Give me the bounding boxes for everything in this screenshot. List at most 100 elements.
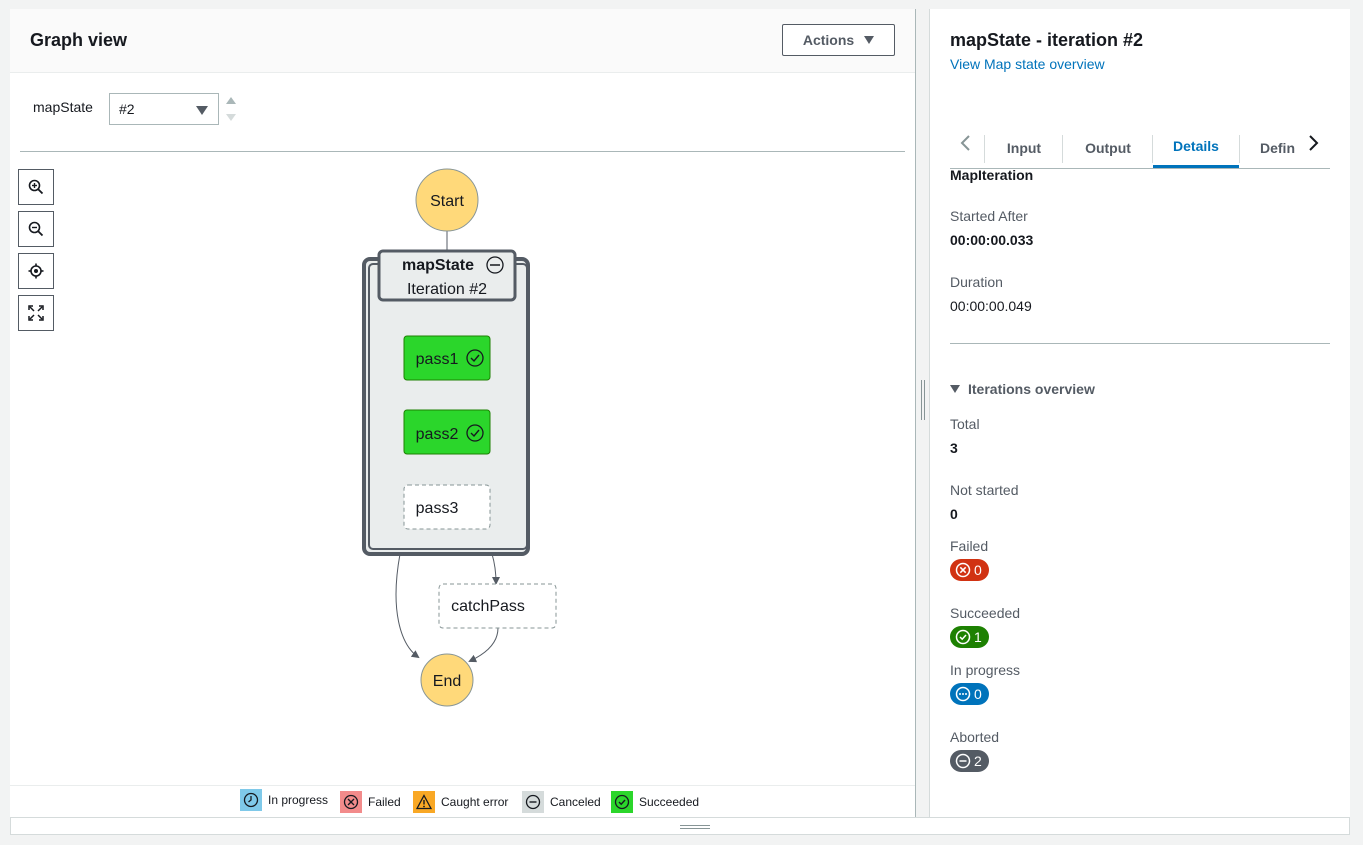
pass1-node[interactable]: pass1	[403, 335, 491, 381]
edge-map-catch	[491, 553, 500, 585]
map-state-node[interactable]: mapState Iteration #2	[362, 249, 530, 556]
succeeded-count: 1	[974, 629, 982, 645]
bottom-resize-bar[interactable]	[10, 817, 1350, 835]
chevron-left-icon[interactable]	[956, 133, 976, 153]
pass3-node[interactable]: pass3	[403, 484, 491, 530]
zoom-in-button[interactable]	[18, 169, 54, 205]
success-check-icon	[611, 791, 633, 813]
state-type-value: MapIteration	[950, 167, 1034, 183]
panel-splitter[interactable]	[915, 9, 930, 817]
tab-output[interactable]: Output	[1085, 140, 1131, 156]
crosshair-icon	[28, 263, 44, 279]
start-node-label: Start	[430, 193, 464, 210]
success-check-icon	[955, 629, 971, 645]
legend-succeeded: Succeeded	[611, 791, 699, 813]
canceled-icon	[522, 791, 544, 813]
tab-separator	[984, 135, 985, 163]
failed-label: Failed	[950, 538, 989, 554]
total-label: Total	[950, 416, 980, 432]
resize-grip-icon[interactable]	[680, 825, 710, 829]
catch-pass-node[interactable]: catchPass	[438, 583, 557, 629]
graph-view-header: Graph view Actions	[10, 9, 915, 73]
legend-caught-error: Caught error	[413, 791, 508, 813]
tab-input[interactable]: Input	[1006, 140, 1042, 156]
iteration-select[interactable]: #2	[109, 93, 219, 125]
failed-count-badge: 0	[950, 559, 989, 581]
actions-button[interactable]: Actions	[782, 24, 895, 56]
tab-separator	[1239, 135, 1240, 163]
chevron-right-icon[interactable]	[1303, 133, 1323, 153]
aborted-count-badge: 2	[950, 750, 989, 772]
actions-button-label: Actions	[802, 32, 855, 48]
warning-icon	[413, 791, 435, 813]
tab-details[interactable]: Details	[1153, 127, 1239, 168]
tab-separator	[1062, 135, 1063, 163]
details-tabs: Input Output Details Defin	[950, 121, 1330, 169]
total-value: 3	[950, 440, 958, 456]
iteration-select-value: #2	[119, 101, 135, 117]
not-started-label: Not started	[950, 482, 1019, 498]
aborted-label: Aborted	[950, 729, 1000, 745]
legend-failed-label: Failed	[368, 795, 401, 809]
iterations-overview-toggle[interactable]: Iterations overview	[950, 381, 1095, 397]
edge-catch-end	[468, 627, 499, 663]
in-progress-icon	[955, 686, 971, 702]
details-panel: mapState - iteration #2 View Map state o…	[930, 9, 1350, 817]
started-after-value: 00:00:00.033	[950, 232, 1034, 248]
caret-down-icon	[196, 106, 208, 115]
pass2-label: pass2	[416, 426, 459, 443]
catch-pass-label: catchPass	[451, 598, 525, 615]
view-map-overview-link[interactable]: View Map state overview	[950, 56, 1105, 72]
state-machine-graph: Start mapState Iteration #2 pass1	[362, 168, 557, 707]
legend-canceled: Canceled	[522, 791, 601, 813]
pass1-label: pass1	[416, 351, 459, 368]
succeeded-label: Succeeded	[950, 605, 1021, 621]
fit-to-view-button[interactable]	[18, 295, 54, 331]
legend-canceled-label: Canceled	[550, 795, 601, 809]
iteration-selector-label: mapState	[33, 99, 93, 115]
end-node[interactable]: End	[420, 653, 474, 707]
end-node-label: End	[433, 673, 461, 690]
zoom-out-button[interactable]	[18, 211, 54, 247]
splitter-grip-icon[interactable]	[921, 380, 925, 420]
in-progress-count-badge: 0	[950, 683, 989, 705]
details-title: mapState - iteration #2	[950, 30, 1144, 50]
graph-legend: In progress Failed Caught error Canceled…	[10, 785, 915, 817]
legend-failed: Failed	[340, 791, 401, 813]
success-check-icon	[466, 424, 484, 442]
in-progress-count: 0	[974, 686, 982, 702]
legend-caught-label: Caught error	[441, 795, 509, 809]
edge-map-end	[395, 553, 420, 659]
failed-icon	[955, 562, 971, 578]
map-state-iteration: Iteration #2	[407, 281, 487, 298]
succeeded-count-badge: 1	[950, 626, 989, 648]
failed-icon	[340, 791, 362, 813]
zoom-in-icon	[28, 179, 44, 195]
collapse-icon[interactable]	[486, 256, 504, 274]
legend-in-progress-label: In progress	[268, 793, 329, 807]
aborted-icon	[955, 753, 971, 769]
center-graph-button[interactable]	[18, 253, 54, 289]
legend-in-progress: In progress	[240, 789, 328, 811]
in-progress-label: In progress	[950, 662, 1021, 678]
step-up-icon[interactable]	[226, 97, 236, 104]
graph-view-title: Graph view	[30, 30, 128, 50]
tab-separator	[1152, 135, 1153, 163]
map-state-title: mapState	[402, 257, 474, 274]
zoom-out-icon	[28, 221, 44, 237]
legend-succeeded-label: Succeeded	[639, 795, 700, 809]
not-started-value: 0	[950, 506, 958, 522]
duration-value: 00:00:00.049	[950, 298, 1032, 314]
pass3-label: pass3	[416, 500, 459, 517]
failed-count: 0	[974, 562, 982, 578]
iterations-overview-heading: Iterations overview	[968, 381, 1095, 397]
start-node[interactable]: Start	[415, 168, 479, 232]
success-check-icon	[466, 349, 484, 367]
section-divider	[950, 343, 1330, 344]
step-down-icon[interactable]	[226, 114, 236, 121]
pass2-node[interactable]: pass2	[403, 409, 491, 455]
aborted-count: 2	[974, 753, 982, 769]
expand-icon	[28, 305, 44, 321]
caret-down-icon	[950, 385, 960, 393]
tab-definition[interactable]: Defin	[1260, 140, 1295, 156]
